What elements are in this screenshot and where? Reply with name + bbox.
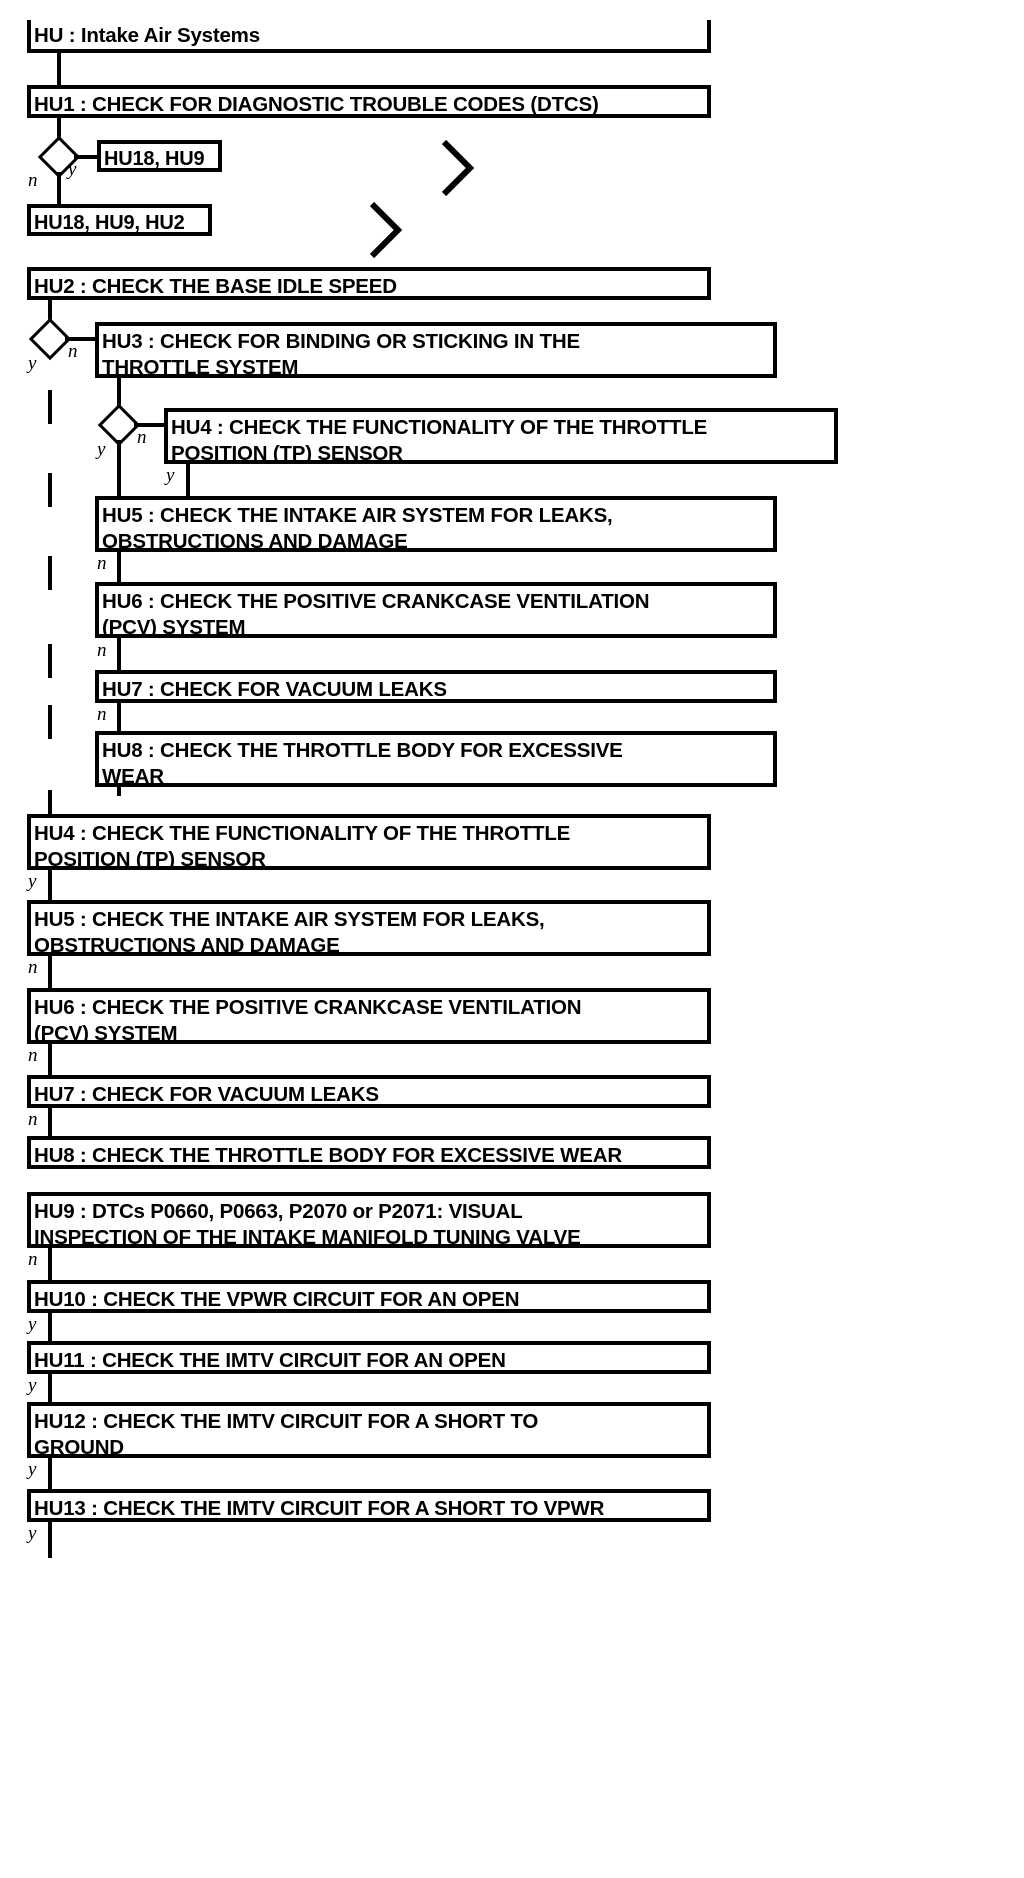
- node-hu8-main[interactable]: HU8 : CHECK THE THROTTLE BODY FOR EXCESS…: [27, 1136, 711, 1169]
- edge-label-hu7-main-no: n: [28, 1109, 38, 1130]
- edge-label-decision2-yes: y: [28, 353, 37, 374]
- node-ref-hu18-hu9-hu2[interactable]: HU18, HU9, HU2: [27, 204, 212, 236]
- node-hu11[interactable]: HU11 : CHECK THE IMTV CIRCUIT FOR AN OPE…: [27, 1341, 711, 1374]
- edge-label-hu12-yes: y: [28, 1459, 37, 1480]
- node-hu5-main[interactable]: HU5 : CHECK THE INTAKE AIR SYSTEM FOR LE…: [27, 900, 711, 957]
- node-hu5-branch[interactable]: HU5 : CHECK THE INTAKE AIR SYSTEM FOR LE…: [95, 496, 777, 553]
- connector-hu5-branch-to-hu6-branch: [117, 552, 121, 582]
- node-hu9[interactable]: HU9 : DTCs P0660, P0663, P2070 or P2071:…: [27, 1192, 711, 1249]
- spine-decision3-yes-segment-1: [117, 440, 121, 490]
- chevron-marker-1-icon: [440, 138, 476, 198]
- edge-label-decision3-yes: y: [97, 439, 106, 460]
- edge-label-hu6-main-no: n: [28, 1045, 38, 1066]
- node-hu10[interactable]: HU10 : CHECK THE VPWR CIRCUIT FOR AN OPE…: [27, 1280, 711, 1313]
- spine-decision2-yes-segment-2: [48, 473, 52, 507]
- connector-hu6-main-to-hu7-main: [48, 1044, 52, 1075]
- connector-hu2-to-decision2: [48, 300, 52, 324]
- node-hu6-branch[interactable]: HU6 : CHECK THE POSITIVE CRANKCASE VENTI…: [95, 582, 777, 639]
- node-hu-title[interactable]: HU : Intake Air Systems: [27, 20, 711, 53]
- connector-hu9-to-hu10: [48, 1248, 52, 1280]
- node-hu1[interactable]: HU1 : CHECK FOR DIAGNOSTIC TROUBLE CODES…: [27, 85, 711, 118]
- edge-label-decision2-no: n: [68, 341, 78, 362]
- edge-label-hu9-no: n: [28, 1249, 38, 1270]
- connector-hu10-to-hu11: [48, 1313, 52, 1341]
- node-hu8-branch[interactable]: HU8 : CHECK THE THROTTLE BODY FOR EXCESS…: [95, 731, 777, 788]
- connector-hu7-branch-to-hu8-branch: [117, 703, 121, 731]
- edge-label-decision1-yes: y: [68, 159, 77, 180]
- connector-hu3-to-decision3: [117, 378, 121, 410]
- edge-label-decision3-no: n: [137, 427, 147, 448]
- connector-hu4-branch-to-hu5-branch: [186, 464, 190, 496]
- edge-label-hu4-main-yes: y: [28, 871, 37, 892]
- node-hu4-main[interactable]: HU4 : CHECK THE FUNCTIONALITY OF THE THR…: [27, 814, 711, 871]
- chevron-marker-2-icon: [368, 200, 404, 260]
- spine-decision2-yes-segment-3: [48, 556, 52, 590]
- node-hu13[interactable]: HU13 : CHECK THE IMTV CIRCUIT FOR A SHOR…: [27, 1489, 711, 1522]
- connector-hu13-outgoing: [48, 1522, 52, 1558]
- edge-label-hu4-branch-yes: y: [166, 465, 175, 486]
- spine-decision2-yes-segment-4: [48, 644, 52, 678]
- connector-hu-to-hu1: [57, 53, 61, 85]
- node-hu2[interactable]: HU2 : CHECK THE BASE IDLE SPEED: [27, 267, 711, 300]
- edge-label-hu11-yes: y: [28, 1375, 37, 1396]
- node-hu4-branch[interactable]: HU4 : CHECK THE FUNCTIONALITY OF THE THR…: [164, 408, 838, 465]
- edge-label-hu10-yes: y: [28, 1314, 37, 1335]
- connector-hu12-to-hu13: [48, 1458, 52, 1489]
- node-hu3[interactable]: HU3 : CHECK FOR BINDING OR STICKING IN T…: [95, 322, 777, 379]
- edge-label-hu6-branch-no: n: [97, 640, 107, 661]
- node-ref-hu18-hu9[interactable]: HU18, HU9: [97, 140, 222, 172]
- edge-label-hu5-main-no: n: [28, 957, 38, 978]
- node-hu7-branch[interactable]: HU7 : CHECK FOR VACUUM LEAKS: [95, 670, 777, 703]
- edge-label-decision1-no: n: [28, 170, 38, 191]
- node-hu6-main[interactable]: HU6 : CHECK THE POSITIVE CRANKCASE VENTI…: [27, 988, 711, 1045]
- connector-decision3-no: [134, 423, 166, 427]
- connector-decision2-no: [65, 337, 97, 341]
- connector-decision1-no: [57, 172, 61, 204]
- edge-label-hu13-yes: y: [28, 1523, 37, 1544]
- edge-label-hu5-branch-no: n: [97, 553, 107, 574]
- connector-hu6-branch-to-hu7-branch: [117, 638, 121, 670]
- connector-hu7-main-to-hu8-main: [48, 1108, 52, 1136]
- node-hu7-main[interactable]: HU7 : CHECK FOR VACUUM LEAKS: [27, 1075, 711, 1108]
- edge-label-hu7-branch-no: n: [97, 704, 107, 725]
- spine-decision2-yes-segment-6: [48, 790, 52, 817]
- connector-hu4-main-to-hu5-main: [48, 870, 52, 900]
- connector-decision1-yes: [74, 155, 100, 159]
- spine-decision2-yes-segment-1: [48, 390, 52, 424]
- connector-hu1-to-decision1: [57, 118, 61, 142]
- spine-decision2-yes-segment-5: [48, 705, 52, 739]
- connector-hu11-to-hu12: [48, 1374, 52, 1402]
- node-hu12[interactable]: HU12 : CHECK THE IMTV CIRCUIT FOR A SHOR…: [27, 1402, 711, 1459]
- connector-hu5-main-to-hu6-main: [48, 956, 52, 988]
